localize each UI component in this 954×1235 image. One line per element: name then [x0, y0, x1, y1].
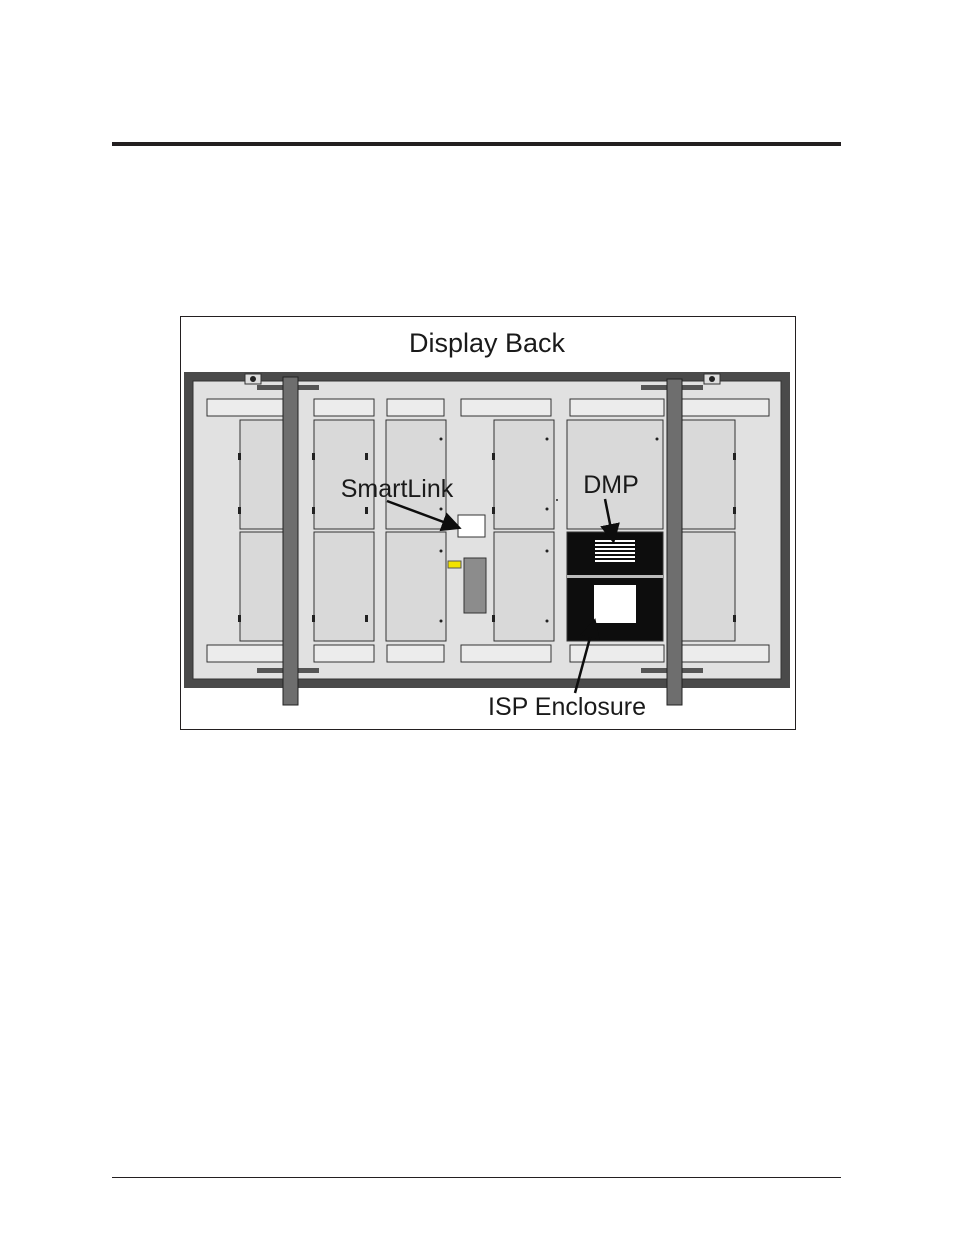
support-beam-right — [667, 379, 682, 705]
yellow-indicator — [448, 561, 461, 568]
junction-box — [464, 558, 486, 613]
header-rule — [112, 142, 841, 146]
display-back-figure: Display Back — [180, 316, 796, 730]
display-back-diagram: Display Back — [181, 317, 795, 729]
dmp-label: DMP — [583, 471, 639, 499]
footer-rule — [112, 1177, 841, 1178]
support-beam-left — [283, 377, 298, 705]
smartlink-label: SmartLink — [341, 475, 454, 503]
smartlink-box — [458, 515, 485, 537]
isp-enclosure-label: ISP Enclosure — [488, 693, 646, 721]
figure-title: Display Back — [409, 328, 566, 358]
